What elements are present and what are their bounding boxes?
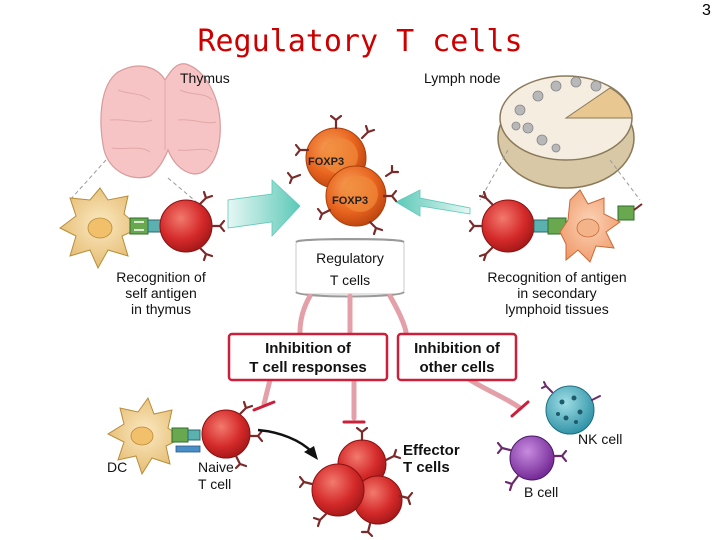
nk-cell-label: NK cell bbox=[578, 431, 622, 447]
recog-self-line1: Recognition of bbox=[116, 269, 206, 285]
lymph-node-label: Lymph node bbox=[424, 70, 501, 86]
regulatory-label-line1: Regulatory bbox=[316, 250, 384, 266]
activation-arrow bbox=[257, 428, 313, 453]
thymus-tcell-receptors bbox=[198, 190, 226, 262]
inhibition-t-box: Inhibition of T cell responses bbox=[227, 332, 389, 382]
effector-t-cells bbox=[311, 439, 403, 525]
recog-self-line3: in thymus bbox=[131, 301, 191, 317]
lymph-tcell-receptors bbox=[468, 190, 494, 262]
thymus-organ: Thymus bbox=[100, 63, 230, 179]
nk-receptors bbox=[541, 381, 601, 401]
activation-arrowhead bbox=[304, 446, 318, 460]
inhib-t-line1: Inhibition of bbox=[265, 340, 352, 357]
inhib-other-line1: Inhibition of bbox=[414, 340, 501, 357]
regulatory-tcells-box: Regulatory T cells bbox=[295, 238, 405, 298]
foxp3-label-1: FOXP3 bbox=[308, 156, 344, 168]
b-cell-label: B cell bbox=[524, 484, 558, 500]
effector-receptors bbox=[298, 426, 414, 538]
slide-title: Regulatory T cells bbox=[197, 24, 523, 59]
recog-antigen-line2: in secondary bbox=[517, 285, 596, 301]
mhc-tcr-complex-left bbox=[129, 217, 163, 235]
b-cell-receptors bbox=[496, 441, 568, 492]
mhc-tcr-complex-far-right bbox=[617, 203, 643, 221]
regulatory-label-line2: T cells bbox=[330, 272, 370, 288]
recog-antigen-line1: Recognition of antigen bbox=[487, 269, 626, 285]
lymph-to-treg-arrow bbox=[395, 189, 471, 217]
callout-lines bbox=[69, 149, 641, 206]
lymph-t-cell bbox=[481, 199, 535, 253]
page-number: 3 bbox=[702, 2, 711, 19]
inhib-other-line2: other cells bbox=[419, 359, 494, 376]
naive-label-line2: T cell bbox=[198, 476, 231, 492]
recog-antigen-line3: lymphoid tissues bbox=[505, 301, 609, 317]
inhib-t-line2: T cell responses bbox=[249, 359, 367, 376]
naive-label-line1: Naive bbox=[198, 459, 234, 475]
foxp3-label-2: FOXP3 bbox=[332, 195, 368, 207]
effector-label-line2: T cells bbox=[403, 459, 450, 476]
bottom-dc bbox=[106, 396, 183, 476]
inhibition-bars bbox=[252, 400, 530, 424]
mhc-tcr-complex-bottom bbox=[171, 427, 201, 453]
treg-receptors bbox=[286, 114, 400, 236]
inhibition-other-box: Inhibition of other cells bbox=[396, 332, 518, 382]
inhibition-connectors bbox=[261, 293, 523, 421]
thymus-dc bbox=[59, 187, 141, 270]
effector-label-line1: Effector bbox=[403, 442, 460, 459]
naive-t-cell bbox=[201, 409, 251, 459]
nk-cell bbox=[545, 385, 595, 435]
lymph-node-organ: Lymph node bbox=[424, 70, 635, 189]
recog-self-line2: self antigen bbox=[125, 285, 197, 301]
thymus-label: Thymus bbox=[180, 70, 230, 86]
lymph-apc bbox=[559, 189, 621, 263]
thymus-to-treg-arrow bbox=[227, 179, 301, 238]
thymus-t-cell bbox=[159, 199, 213, 253]
b-cell bbox=[509, 435, 555, 481]
dc-label: DC bbox=[107, 459, 127, 475]
naive-tcell-receptors bbox=[234, 400, 264, 470]
